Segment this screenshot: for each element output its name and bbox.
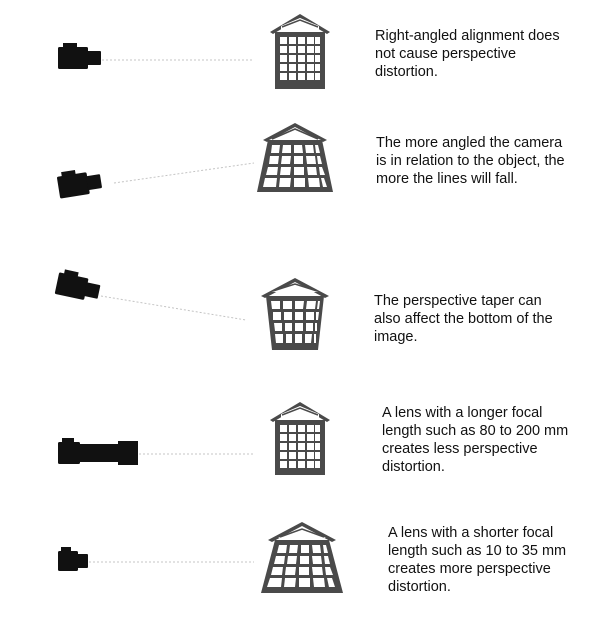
building-icon [270, 14, 330, 89]
row-3-illustration [54, 268, 329, 350]
sightline [100, 295, 247, 321]
camera-icon [56, 166, 103, 199]
caption-long-focal: A lens with a longer focal length such a… [382, 405, 569, 475]
telephoto-camera-icon [58, 438, 138, 465]
building-icon [257, 123, 333, 192]
building-icon [270, 402, 330, 475]
camera-icon [54, 268, 103, 303]
row-4-illustration [58, 402, 330, 475]
sightline [113, 162, 255, 184]
camera-icon [58, 547, 88, 571]
row-2-illustration [56, 123, 333, 199]
caption-short-focal: A lens with a shorter focal length such … [388, 525, 567, 595]
building-icon [261, 522, 343, 593]
camera-icon [58, 43, 101, 69]
caption-bottom-taper: The perspective taper can also affect th… [374, 293, 553, 345]
row-1-illustration [58, 14, 330, 89]
building-icon [261, 278, 329, 350]
row-5-illustration [58, 522, 343, 593]
caption-angled-camera: The more angled the camera is in relatio… [376, 135, 565, 187]
caption-right-angled: Right-angled alignment does not cause pe… [375, 28, 560, 80]
